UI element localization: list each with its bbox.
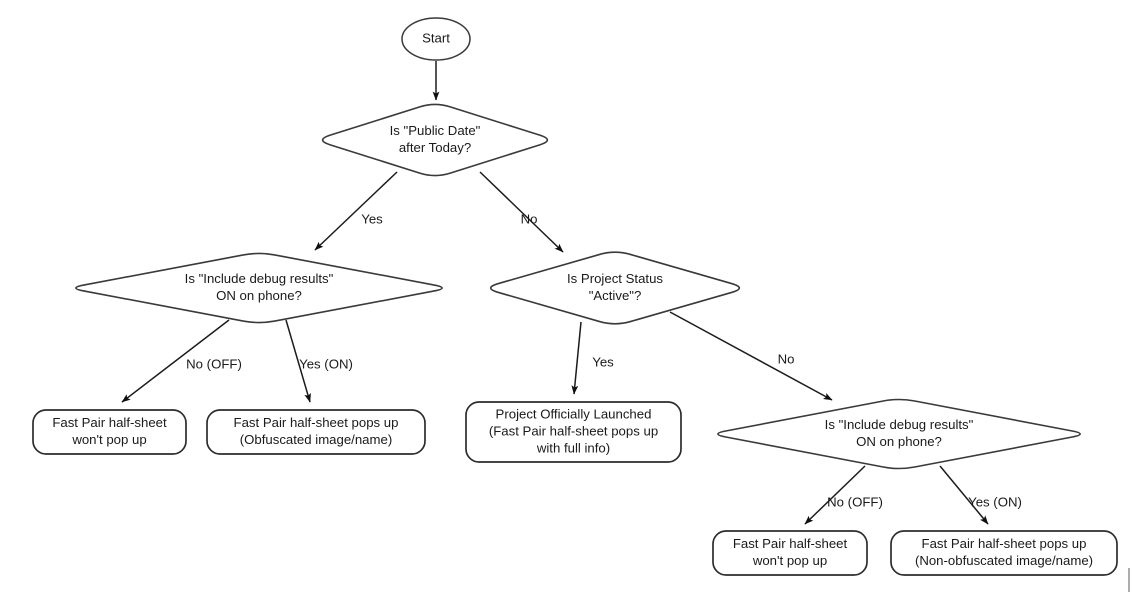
node-out-left-off-label-line-2: won't pop up	[71, 432, 146, 447]
node-out-left-on-label-line-1: Fast Pair half-sheet pops up	[234, 415, 399, 430]
decision-diamond	[75, 252, 443, 324]
terminal-box	[712, 530, 868, 576]
node-q-public-date-label-line-1: Is "Public Date"	[390, 123, 481, 138]
node-out-right-on[interactable]: Fast Pair half-sheet pops up (Non-obfusca…	[890, 530, 1118, 576]
node-out-left-on-label-line-2: (Obfuscated image/name)	[240, 432, 392, 447]
node-out-right-on-label-line-1: Fast Pair half-sheet pops up	[922, 536, 1087, 551]
edge-e-status-no	[669, 311, 833, 401]
edge-e-public-yes	[314, 171, 398, 251]
decision-diamond	[321, 103, 549, 177]
node-q-debug-right-label-line-2: ON on phone?	[856, 434, 942, 449]
node-out-left-on[interactable]: Fast Pair half-sheet pops up (Obfuscated …	[206, 409, 426, 455]
node-out-left-off-label-line-1: Fast Pair half-sheet	[52, 415, 167, 430]
node-start[interactable]: Start	[401, 17, 471, 61]
edge-label-e-debugright-off: No (OFF)	[827, 494, 883, 509]
start-ellipse	[401, 17, 471, 61]
node-q-project-status-label-line-1: Is Project Status	[567, 271, 663, 286]
decision-diamond	[717, 398, 1081, 470]
terminal-box	[32, 409, 187, 455]
edge-e-status-yes	[571, 321, 582, 395]
edge-e-debugright-off	[804, 465, 866, 525]
node-out-right-off-label-line-1: Fast Pair half-sheet	[733, 536, 848, 551]
node-out-right-off[interactable]: Fast Pair half-sheet won't pop up	[712, 530, 868, 576]
node-q-debug-left-label-line-2: ON on phone?	[216, 288, 302, 303]
node-out-launched-label-line-3: with full info)	[536, 440, 610, 455]
node-q-debug-left[interactable]: Is "Include debug results" ON on phone?	[75, 252, 443, 324]
edge-e-public-no	[479, 171, 564, 253]
edge-label-e-debugleft-on: Yes (ON)	[299, 356, 353, 371]
node-out-launched[interactable]: Project Officially Launched (Fast Pair ha…	[465, 401, 682, 463]
edge-label-e-debugleft-off: No (OFF)	[186, 356, 242, 371]
edge-e-debugleft-off	[121, 319, 230, 403]
terminal-box	[465, 401, 682, 463]
edge-label-e-status-yes: Yes	[592, 354, 614, 369]
node-q-debug-right-label-line-1: Is "Include debug results"	[825, 417, 974, 432]
decision-diamond	[489, 251, 741, 325]
node-out-launched-label-line-1: Project Officially Launched	[496, 406, 652, 421]
node-q-project-status-label-line-2: "Active"?	[589, 288, 642, 303]
node-q-debug-left-label-line-1: Is "Include debug results"	[185, 271, 334, 286]
edge-label-e-status-no: No	[778, 351, 795, 366]
node-layer: Start Is "Public Date" after Today? Is "Inc…	[32, 17, 1118, 576]
node-start-label-line-1: Start	[422, 30, 450, 45]
node-q-project-status[interactable]: Is Project Status "Active"?	[489, 251, 741, 325]
edge-e-debugleft-on	[285, 319, 311, 403]
edge-label-e-public-yes: Yes	[361, 211, 383, 226]
node-q-public-date-label-line-2: after Today?	[399, 140, 471, 155]
edge-e-debugright-on	[939, 465, 989, 525]
node-q-debug-right[interactable]: Is "Include debug results" ON on phone?	[717, 398, 1081, 470]
node-out-launched-label-line-2: (Fast Pair half-sheet pops up	[489, 423, 658, 438]
terminal-box	[206, 409, 426, 455]
node-out-right-on-label-line-2: (Non-obfuscated image/name)	[915, 553, 1093, 568]
node-out-left-off[interactable]: Fast Pair half-sheet won't pop up	[32, 409, 187, 455]
edge-label-e-debugright-on: Yes (ON)	[968, 494, 1022, 509]
terminal-box	[890, 530, 1118, 576]
node-out-right-off-label-line-2: won't pop up	[752, 553, 827, 568]
edge-layer	[121, 61, 989, 525]
node-q-public-date[interactable]: Is "Public Date" after Today?	[321, 103, 549, 177]
edge-label-e-public-no: No	[521, 211, 538, 226]
